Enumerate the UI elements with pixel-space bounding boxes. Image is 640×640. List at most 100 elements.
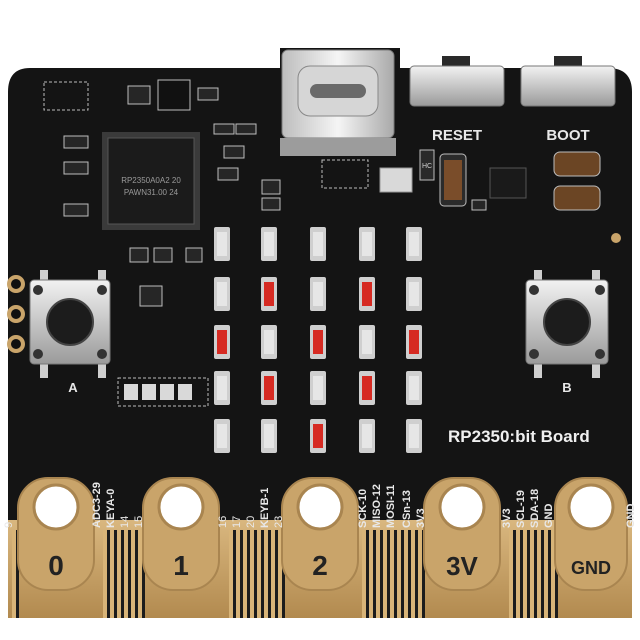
led-white [362, 424, 372, 448]
pin-label: 16 [217, 516, 229, 528]
led-red [264, 282, 274, 306]
edge-pin-gap [268, 530, 271, 618]
edge-pin [117, 530, 121, 618]
edge-pin-gap [541, 530, 544, 618]
boot-label: BOOT [546, 127, 589, 144]
edge-pin-gap [240, 530, 243, 618]
smd-components-right: HC [321, 149, 621, 243]
edge-pin [229, 530, 233, 618]
resistor-array [117, 377, 209, 407]
pin-label: 17 [231, 516, 243, 528]
edge-pin [362, 530, 366, 618]
edge-pin-gap [387, 530, 390, 618]
edge-pin-gap [415, 530, 418, 618]
edge-pin-gap [401, 530, 404, 618]
edge-pin-gap [408, 530, 411, 618]
button-a-label: A [68, 380, 78, 395]
led-red [313, 330, 323, 354]
led-white [264, 232, 274, 256]
edge-pin [530, 530, 534, 618]
edge-pin [509, 530, 513, 618]
edge-pin [12, 530, 16, 618]
led-red [217, 330, 227, 354]
edge-pin-gap [555, 530, 558, 618]
edge-pin-gap [16, 530, 19, 618]
chip-marking-1: RP2350A0A2 20 [121, 176, 181, 185]
led-red [409, 330, 419, 354]
edge-pin-gap [107, 530, 110, 618]
pin-label: GND [625, 504, 637, 529]
pad-label-3v: 3V [446, 551, 478, 581]
pad-3v: 3V [423, 477, 501, 591]
edge-pin-gap [128, 530, 131, 618]
edge-pin [516, 530, 520, 618]
edge-pin [236, 530, 240, 618]
edge-pin-gap [282, 530, 285, 618]
pin-label: KEYB-1 [259, 488, 271, 528]
edge-pin-gap [142, 530, 145, 618]
reset-button: RESET [409, 56, 505, 144]
pin-labels: 9 ADC3-29 KEYA-0 14 15 16 17 20 KEYB-1 2… [3, 482, 637, 528]
pin-label: SDA-18 [529, 489, 541, 528]
edge-pin [551, 530, 555, 618]
led-matrix [214, 227, 422, 453]
pin-label: MISO-12 [371, 484, 383, 528]
pin-label: 3V3 [415, 508, 427, 528]
boot-button: BOOT [520, 56, 616, 144]
pin-label: ADC3-29 [91, 482, 103, 528]
edge-pin [103, 530, 107, 618]
edge-pin [243, 530, 247, 618]
edge-pin [278, 530, 282, 618]
edge-pin-gap [422, 530, 425, 618]
edge-pin [544, 530, 548, 618]
edge-pin-gap [135, 530, 138, 618]
edge-pin-gap [520, 530, 523, 618]
edge-pin-gap [247, 530, 250, 618]
edge-pin [264, 530, 268, 618]
led-white [409, 232, 419, 256]
pad-label-2: 2 [312, 550, 328, 581]
edge-pin-gap [380, 530, 383, 618]
edge-pin [131, 530, 135, 618]
pin-label: 9 [3, 522, 15, 528]
pin-label: 23 [273, 516, 285, 528]
edge-pin [418, 530, 422, 618]
edge-pin-gap [261, 530, 264, 618]
pin-label: KEYA-0 [105, 489, 117, 528]
led-white [362, 232, 372, 256]
pin-label: 14 [119, 516, 131, 528]
pin-label: 15 [133, 516, 145, 528]
led-white [409, 376, 419, 400]
smd-components [43, 79, 281, 307]
edge-pin-gap [534, 530, 537, 618]
edge-pin-gap [121, 530, 124, 618]
pin-label: MOSI-11 [385, 485, 397, 528]
edge-pin [124, 530, 128, 618]
edge-pin-gap [254, 530, 257, 618]
edge-pin [250, 530, 254, 618]
led-white [313, 232, 323, 256]
pin-label: 3V3 [501, 508, 513, 528]
edge-pin [110, 530, 114, 618]
chip-marking-2: PAWN31.00 24 [124, 188, 179, 197]
pin-label: GND [543, 504, 555, 529]
button-b: B [525, 270, 609, 395]
pad-label-1: 1 [173, 550, 189, 581]
pad-1: 1 [142, 477, 220, 591]
side-pin-holes [7, 275, 25, 353]
led-red [362, 376, 372, 400]
small-part-label: HC [422, 163, 432, 170]
edge-pin [411, 530, 415, 618]
reset-label: RESET [432, 127, 482, 144]
pin-label: CSn-13 [401, 490, 413, 528]
led-white [217, 282, 227, 306]
edge-pin-gap [548, 530, 551, 618]
led-white [217, 376, 227, 400]
pad-gnd: GND [554, 477, 628, 591]
usb-c-connector [280, 49, 396, 156]
pad-2: 2 [281, 477, 359, 591]
edge-pins [12, 530, 558, 618]
pin-label: SCK-10 [357, 489, 369, 528]
led-white [264, 330, 274, 354]
